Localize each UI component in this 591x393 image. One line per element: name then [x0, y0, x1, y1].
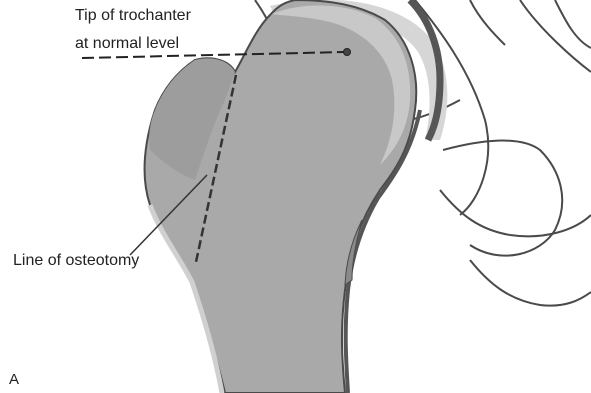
- osteotomy-label: Line of osteotomy: [13, 251, 139, 270]
- panel-letter: A: [9, 370, 19, 389]
- tip-label-line1: Tip of trochanter: [75, 6, 191, 25]
- tip-label-line2: at normal level: [75, 34, 179, 53]
- head-center-point: [344, 49, 351, 56]
